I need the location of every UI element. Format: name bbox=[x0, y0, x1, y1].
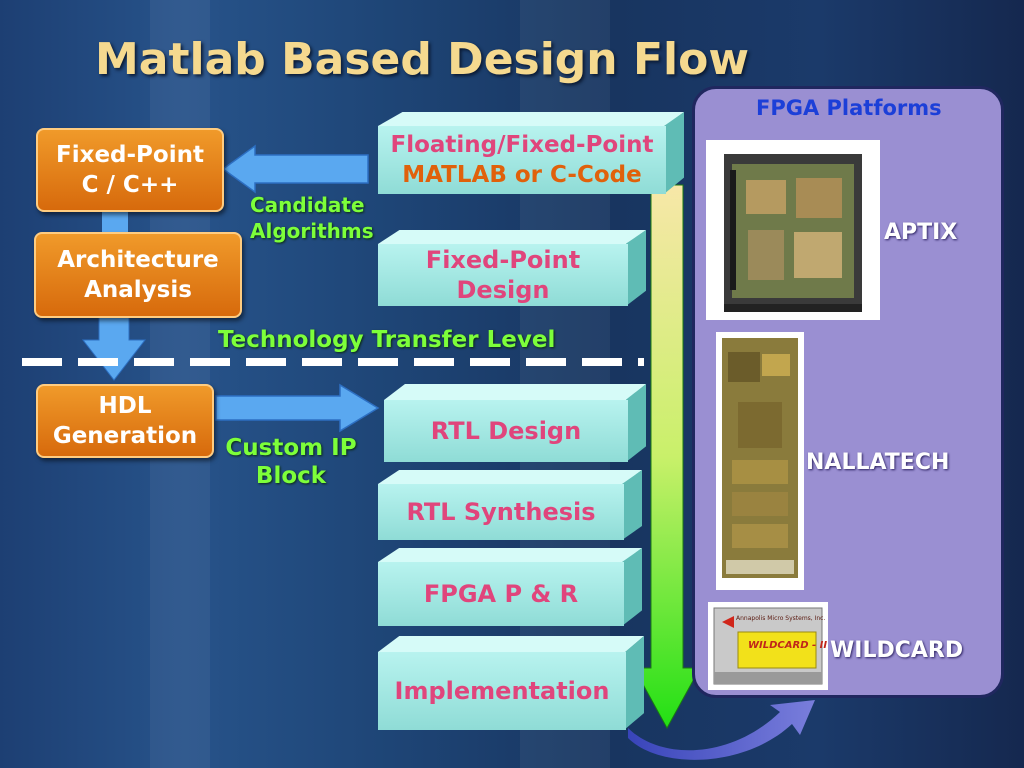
nallatech-board-drawing bbox=[722, 338, 798, 578]
step-rtl-design: RTL Design bbox=[384, 384, 646, 462]
step-fixed-point-design: Fixed-Point Design bbox=[378, 230, 646, 306]
technology-transfer-label: Technology Transfer Level bbox=[218, 327, 556, 353]
step-front: Implementation bbox=[378, 652, 626, 730]
step-fpga-pr: FPGA P & R bbox=[378, 548, 642, 626]
label-line: Custom IP bbox=[225, 435, 357, 461]
label-line: Algorithms bbox=[250, 219, 374, 243]
step-implementation: Implementation bbox=[378, 636, 644, 730]
wildcard-card-name: WILDCARD - II bbox=[748, 640, 828, 651]
box-line: Architecture bbox=[57, 247, 219, 273]
step-top bbox=[378, 112, 684, 126]
slide-title: Matlab Based Design Flow bbox=[95, 34, 749, 85]
down-arrow-2 bbox=[81, 315, 147, 381]
step-top bbox=[378, 470, 642, 484]
step-front: FPGA P & R bbox=[378, 562, 624, 626]
box-line: HDL bbox=[98, 393, 152, 419]
step-side bbox=[664, 112, 684, 194]
step-side bbox=[626, 230, 646, 306]
platform-label-aptix: APTIX bbox=[884, 220, 958, 245]
step-front: RTL Design bbox=[384, 400, 628, 462]
box-line: Generation bbox=[52, 423, 198, 449]
step-line: Floating/Fixed-Point bbox=[390, 132, 654, 158]
step-side bbox=[622, 470, 642, 540]
step-floating-fixed: Floating/Fixed-Point MATLAB or C-Code bbox=[378, 112, 684, 194]
step-side bbox=[624, 636, 644, 730]
box-line: Fixed-Point bbox=[56, 142, 204, 168]
box-line: C / C++ bbox=[81, 172, 179, 198]
technology-transfer-line bbox=[22, 358, 644, 366]
step-top bbox=[378, 636, 644, 652]
candidate-algorithms-label: Candidate Algorithms bbox=[250, 192, 374, 244]
wildcard-card-image: Annapolis Micro Systems, Inc. WILDCARD -… bbox=[708, 602, 828, 690]
aptix-board-image bbox=[706, 140, 880, 320]
step-side bbox=[626, 384, 646, 462]
platform-label-nallatech: NALLATECH bbox=[806, 450, 950, 475]
step-rtl-synthesis: RTL Synthesis bbox=[378, 470, 642, 540]
step-front: Fixed-Point Design bbox=[378, 244, 628, 306]
box-line: Analysis bbox=[84, 277, 192, 303]
wildcard-vendor-text: Annapolis Micro Systems, Inc. bbox=[736, 615, 826, 622]
curved-arrow-to-platforms bbox=[628, 700, 815, 760]
architecture-analysis-box: Architecture Analysis bbox=[34, 232, 242, 318]
step-front: Floating/Fixed-Point MATLAB or C-Code bbox=[378, 126, 666, 194]
step-top bbox=[378, 230, 646, 244]
fixed-point-c-box: Fixed-Point C / C++ bbox=[36, 128, 224, 212]
hdl-generation-box: HDL Generation bbox=[36, 384, 214, 458]
nallatech-board-image bbox=[716, 332, 804, 590]
right-arrow-custom-ip bbox=[215, 383, 380, 433]
custom-ip-block-label: Custom IP Block bbox=[216, 434, 366, 490]
fpga-platforms-title: FPGA Platforms bbox=[756, 96, 942, 120]
vertical-flow-arrow bbox=[633, 184, 701, 730]
label-line: Block bbox=[255, 463, 327, 489]
step-front: RTL Synthesis bbox=[378, 484, 624, 540]
platform-label-wildcard: WILDCARD bbox=[830, 638, 964, 663]
label-line: Candidate bbox=[250, 193, 365, 217]
step-top bbox=[378, 548, 642, 562]
step-line: MATLAB or C-Code bbox=[402, 162, 642, 188]
aptix-board-drawing bbox=[724, 154, 862, 312]
step-top bbox=[384, 384, 646, 400]
wildcard-card-drawing bbox=[713, 607, 823, 685]
step-side bbox=[622, 548, 642, 626]
left-arrow-candidate bbox=[221, 144, 369, 194]
